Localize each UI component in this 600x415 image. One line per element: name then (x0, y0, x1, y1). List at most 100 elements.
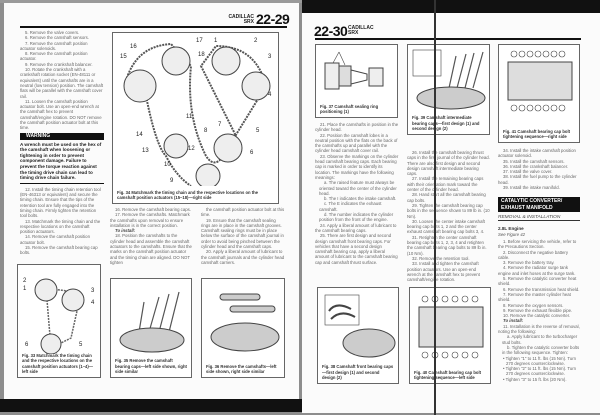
figure-38: Fig. 38 Camshaft front bearing caps—firs… (317, 287, 399, 384)
callout-label: 6 (25, 342, 29, 348)
figure-37: Fig. 37 Camshaft sealing ring positionin… (315, 44, 398, 118)
to-install-heading: To install: (503, 318, 524, 324)
removal-steps: 1. Before servicing the vehicle, refer t… (498, 239, 580, 318)
paragraph: 4. Remove the radiator surge tank engine… (498, 265, 576, 276)
paragraph: • Tighten "1" to 11 ft. lbs (15 Nm). Tur… (503, 355, 577, 366)
paragraph: 2. Disconnect the negative battery cable… (498, 249, 568, 260)
front-bearing-caps-illustration (324, 294, 396, 358)
figure-39: Fig. 39 Camshaft intermediate bearing ca… (407, 44, 490, 135)
callout-label: 5 (79, 342, 83, 348)
figure-caption: Fig. 37 Camshaft sealing ring positionin… (320, 103, 379, 114)
right-col3: 34. Install the intake camshaft position… (498, 148, 580, 190)
engine-heading: 2.8L Engine (498, 226, 524, 231)
callout-label: 10 (164, 162, 171, 168)
make: CADILLAC (228, 14, 254, 20)
paragraph: 1. Before servicing the vehicle, refer t… (498, 239, 577, 250)
paragraph: the camshaft position actuator bolt at t… (201, 207, 285, 218)
paragraph: 8. Remove the camshaft position actuator… (20, 51, 88, 62)
left-page-top-edge (0, 0, 302, 3)
figure-caption: Fig. 35 Remove the camshaft bearing caps… (115, 358, 187, 374)
paragraph: 10. Rotate the crankshaft with a cranksh… (20, 67, 104, 99)
callout-label: 5 (256, 128, 260, 134)
callout-label: 11 (186, 114, 193, 120)
figure-35: Fig. 35 Remove the camshaft bearing caps… (110, 278, 192, 378)
callout-label: 13 (142, 148, 149, 154)
callout-label: 2 (23, 278, 27, 284)
install-steps: 11. Installation is the reverse of remov… (498, 324, 580, 356)
paragraph: d. The number indicates the cylinder pos… (319, 212, 394, 223)
right-header-make: CADILLAC SRX (348, 26, 374, 36)
paragraph: 6. Remove the camshaft sensors. (25, 35, 90, 41)
paragraph: 27. Install the remaining bearing caps w… (407, 176, 484, 193)
torque-bullets: • Tighten "1" to 11 ft. lbs (15 Nm). Tur… (498, 356, 580, 382)
callout-label: 3 (268, 54, 272, 60)
paragraph: 19. Ensure that the camshaft sealing rin… (201, 217, 284, 250)
paragraph: c. The E indicates the exhaust camshaft. (319, 201, 382, 212)
paragraph: b. Tighten the catalytic converter bolts… (502, 344, 580, 356)
paragraph: 23. Observe the markings on the cylinder… (315, 153, 399, 180)
paragraph: 6. Remove the transmission heat shield. (503, 286, 580, 292)
paragraph: 16. Remove the camshaft bearing caps. (115, 207, 191, 212)
figure-caption: Fig. 40 Camshaft bearing cap bolt tighte… (414, 369, 482, 380)
paragraph: 18. Position the camshafts to the cylind… (110, 233, 192, 265)
paragraph: 36. Install the crankshaft balancer. (503, 163, 569, 169)
paragraph: 39. Install the intake manifold. (503, 185, 560, 191)
scan-artifact-line (434, 0, 436, 415)
left-col2: 16. Remove the camshaft bearing caps.17.… (110, 207, 192, 265)
paragraph: 15. Remove the camshaft bearing cap bolt… (20, 245, 98, 256)
callout-label: 4 (268, 92, 272, 98)
paragraph: 33. Install and tighten the camshaft pos… (407, 261, 480, 283)
top-scan-bar (302, 0, 600, 13)
paragraph: b. The I indicates the intake camshaft. (324, 196, 397, 202)
paragraph: 12. Install the timing chain retention t… (20, 186, 101, 219)
paragraph: 24. Apply a liberal amount of lubricant … (315, 222, 397, 233)
paragraph: 9. Remove the exhaust flexible pipe. (503, 307, 573, 313)
section-steps: 1. Before servicing the vehicle, refer t… (498, 239, 580, 382)
paragraph: 21. Place the camshafts in position in t… (315, 122, 399, 133)
callout-label: 2 (254, 38, 258, 44)
section-heading: CATALYTIC CONVERTER/ EXHAUST MANIFOLD (498, 197, 580, 212)
callout-label: 8 (204, 128, 208, 134)
paragraph: • Tighten "3" to 15 ft. lbs (20 Nm). (503, 376, 567, 382)
callout-label: 7 (218, 122, 222, 128)
paragraph: 20. Apply a liberal amount of lubricant … (201, 249, 285, 265)
figure-caption: Fig. 38 Camshaft front bearing caps—firs… (322, 364, 394, 380)
paragraph: 25. There are first design and second de… (315, 233, 398, 265)
paragraph: 8. Remove the oxygen sensors. (503, 302, 564, 308)
bottom-scan-bar (0, 399, 302, 412)
callout-label: 4 (91, 300, 95, 306)
callout-label: 12 (188, 146, 195, 152)
paragraph: 14. Remove the camshaft position actuato… (20, 234, 90, 245)
paragraph: a. Apply lubricant to the turbocharger s… (502, 334, 578, 345)
callout-label: 18 (198, 52, 205, 58)
paragraph: 7. Remove the master cylinder heat shiel… (498, 291, 571, 303)
paragraph: 10. Remove the catalytic converter. (503, 313, 571, 319)
warning-heading: WARNING (20, 132, 104, 140)
left-col1-cont: 12. Install the timing chain retention t… (20, 187, 104, 256)
callout-label: 3 (91, 288, 95, 294)
paragraph: 34. Install the intake camshaft position… (498, 148, 576, 159)
paragraph: 32. Remove the retention tool. (412, 255, 470, 261)
left-col1: 5. Remove the valve covers.6. Remove the… (20, 30, 104, 131)
warning-text: A wrench must be used on the hex of the … (20, 141, 102, 181)
header-rule (315, 38, 581, 40)
callout-label: 16 (130, 44, 137, 50)
page-number: 22-29 (256, 11, 290, 27)
callout-label: 15 (120, 54, 127, 60)
figure-caption: Fig. 39 Camshaft intermediate bearing ca… (412, 115, 480, 131)
paragraph: 9. Remove the crankshaft balancer. (25, 61, 93, 67)
warning-rule (20, 182, 104, 184)
right-col1: 21. Place the camshafts in position in t… (315, 122, 399, 265)
paragraph: 30. Loosen the center intake camshaft be… (407, 218, 485, 235)
paragraph: 13. Matchmark the timing chain and the r… (20, 218, 101, 235)
bolt-sequence-right-diagram (507, 50, 573, 112)
figure-41: Fig. 41 Camshaft bearing cap bolt tighte… (498, 44, 580, 143)
paragraph: 5. Remove the valve covers. (25, 30, 80, 35)
paragraph: 29. Tighten the camshaft bearing cap bol… (407, 202, 490, 219)
paragraph: 28. Hand start all the camshaft bearing … (407, 192, 486, 203)
figure-caption: Fig. 41 Camshaft bearing cap bolt tighte… (503, 128, 571, 139)
paragraph: 31. Retighten the center camshaft bearin… (407, 234, 487, 256)
bolt-sequence-left-diagram (418, 295, 484, 359)
